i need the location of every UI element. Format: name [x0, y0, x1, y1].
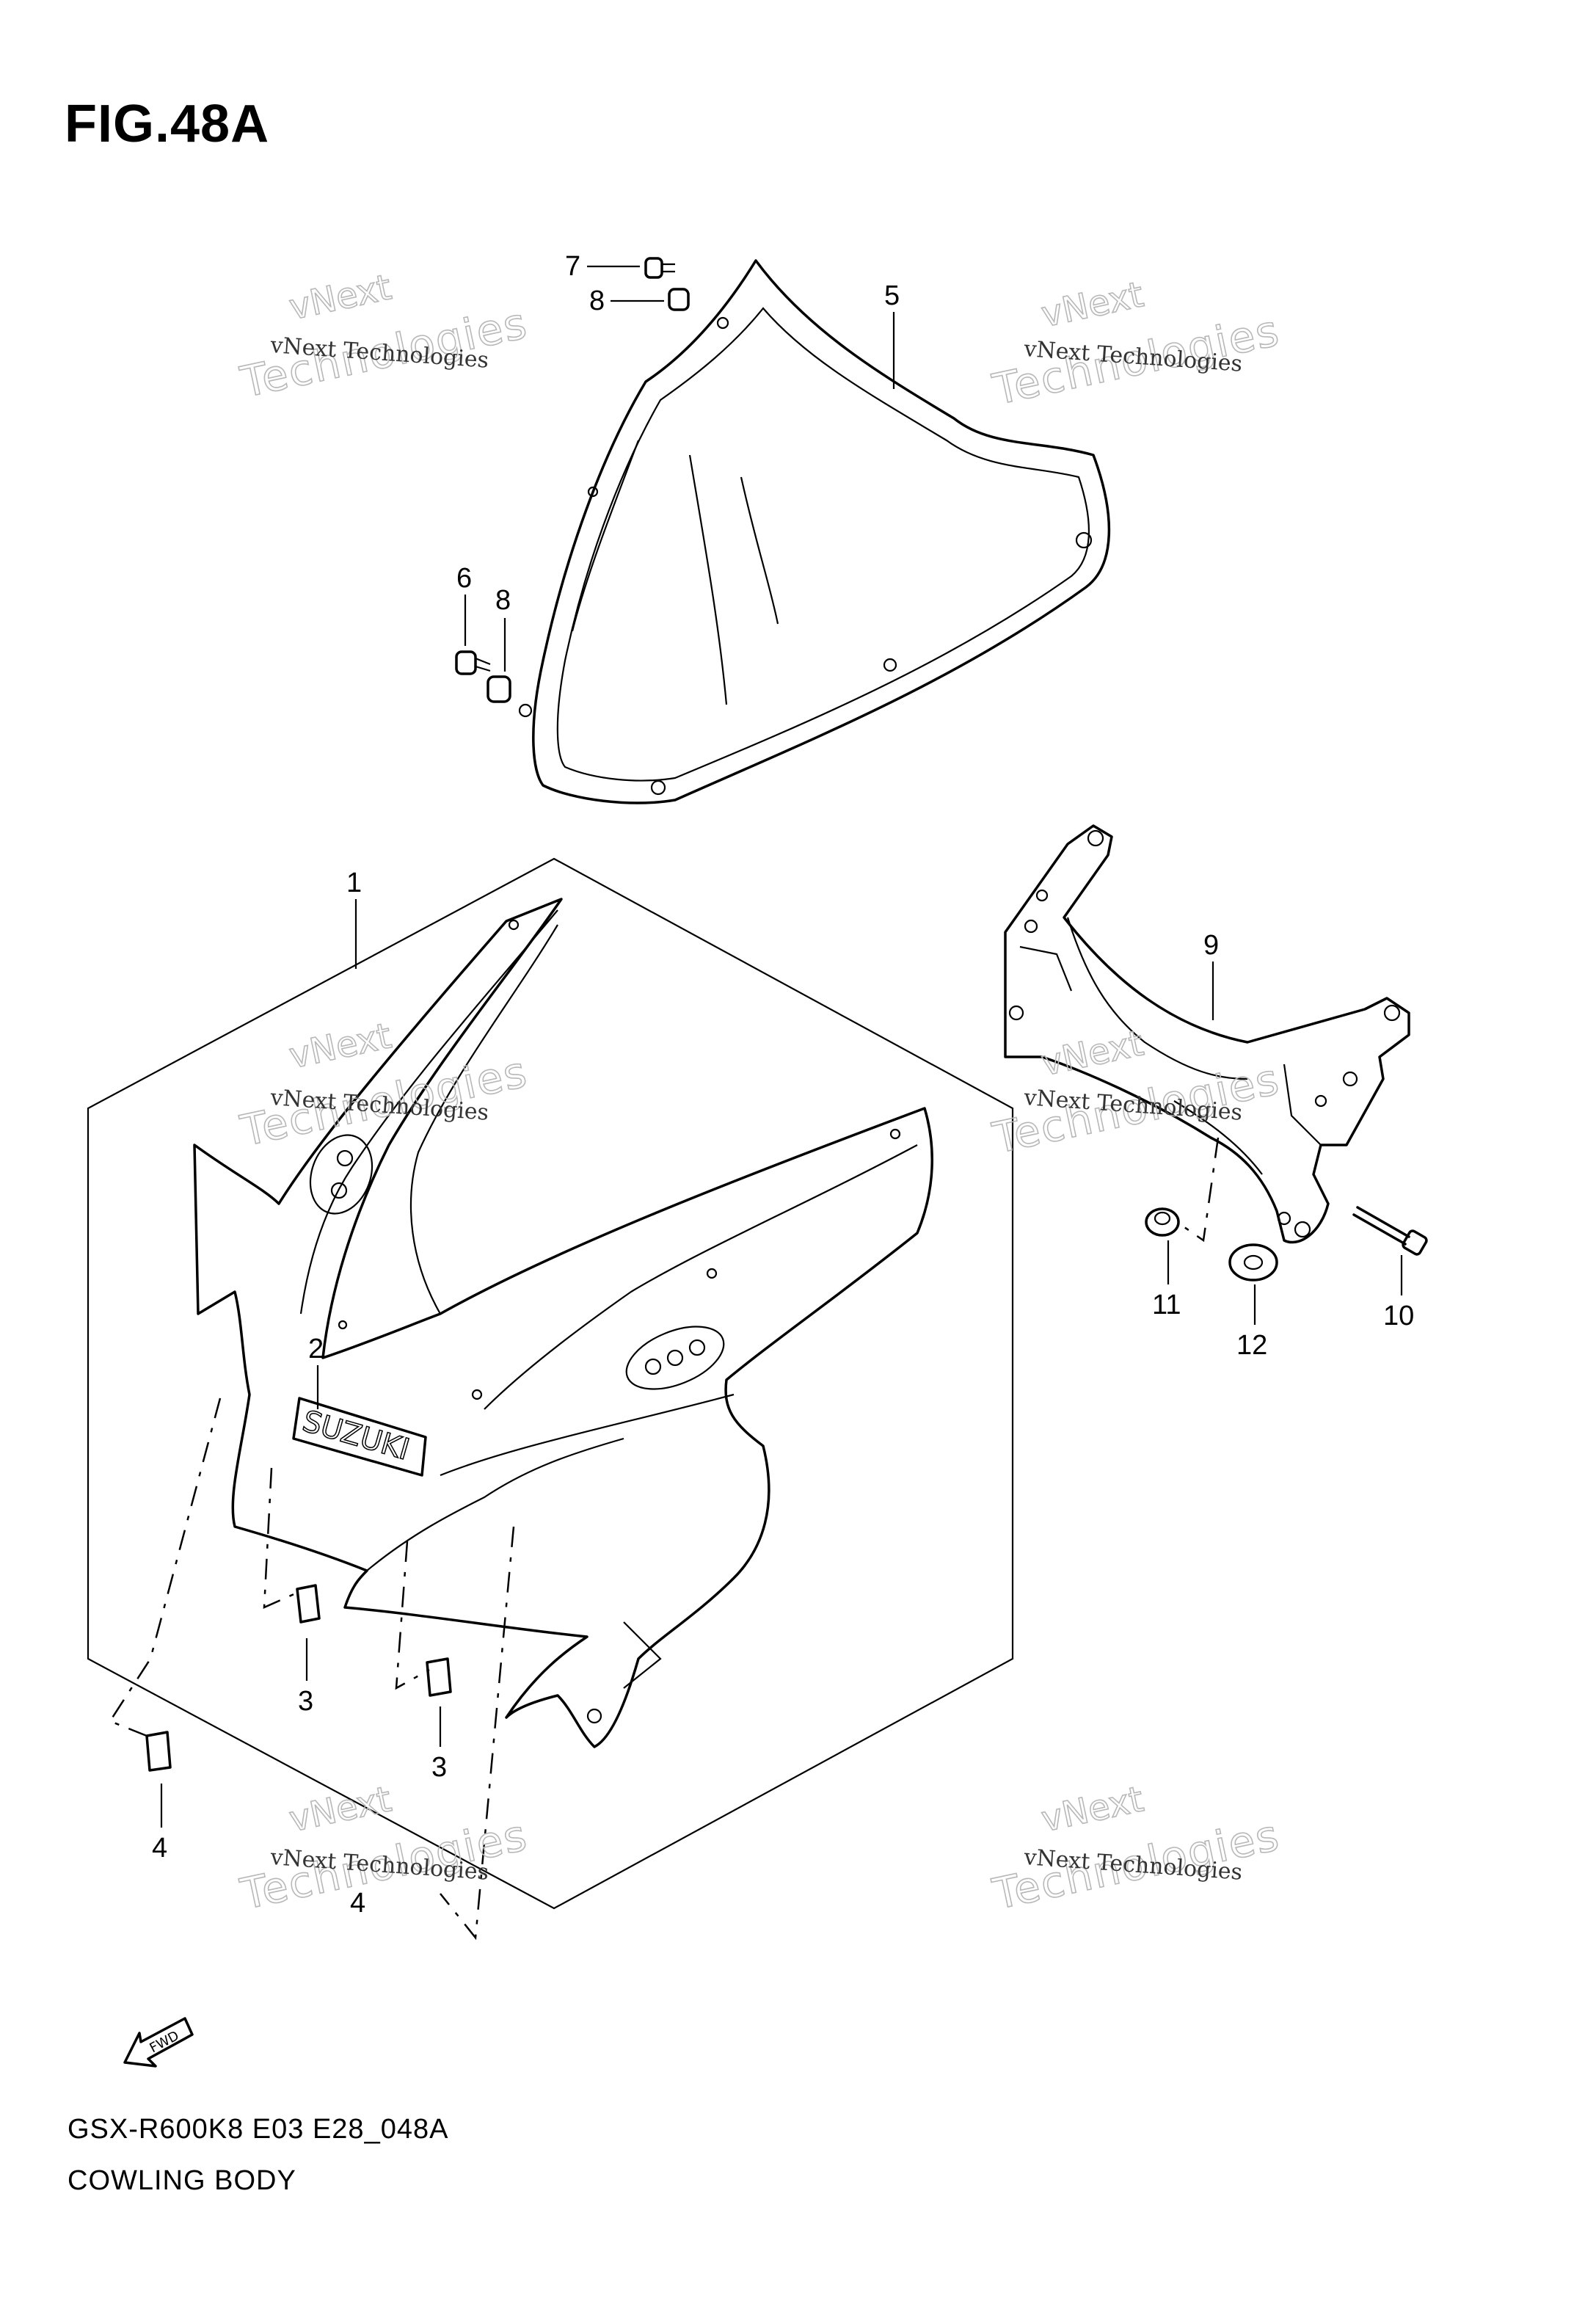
suzuki-emblem-part: SUZUKI	[292, 1397, 427, 1477]
cowling-brace-part	[1004, 824, 1410, 1244]
label-part-4-bottom: 4	[152, 1833, 167, 1864]
nut-8-left	[487, 675, 511, 703]
washer-12	[1228, 1243, 1278, 1282]
label-part-3-left: 3	[298, 1686, 313, 1717]
part-number-labels: 1 2 3 3 4 4 5 6 7 8 8 9 10 11 12	[152, 251, 1414, 1919]
label-part-2: 2	[308, 1334, 324, 1364]
watermark-brand: vNext	[285, 266, 395, 328]
label-part-8-left: 8	[495, 585, 511, 616]
watermark-top-left: vNext Technologies	[236, 266, 533, 407]
figure-title: FIG.48A	[65, 95, 270, 153]
screw-6	[455, 650, 491, 675]
seal-4-bottom	[145, 1731, 172, 1772]
fwd-text: FWD	[147, 2028, 181, 2056]
label-part-7: 7	[565, 251, 580, 282]
label-part-6: 6	[456, 563, 472, 594]
bolt-10	[1352, 1206, 1428, 1256]
label-part-8-top: 8	[589, 286, 605, 316]
label-part-9: 9	[1203, 930, 1219, 961]
label-part-10: 10	[1383, 1301, 1414, 1331]
windscreen-part	[518, 259, 1111, 804]
footer-section-name: COWLING BODY	[68, 2165, 296, 2196]
watermark-brand: vNext	[1038, 274, 1147, 335]
watermark-brand: vNext	[1038, 1778, 1147, 1840]
label-part-5: 5	[884, 280, 900, 311]
forward-arrow-icon: FWD	[123, 2017, 194, 2068]
label-part-12: 12	[1236, 1330, 1267, 1361]
label-part-3-right: 3	[431, 1752, 447, 1783]
screw-7	[644, 257, 675, 279]
grommet-11	[1145, 1207, 1180, 1237]
label-part-1: 1	[346, 868, 362, 898]
watermark-brand: vNext	[285, 1015, 395, 1077]
assembly-dash-lines	[109, 1137, 1220, 1941]
cowling-body-part: SUZUKI	[193, 898, 933, 1748]
watermark-bottom-left: vNext Technologies	[236, 1778, 533, 1919]
seal-3-left	[296, 1584, 321, 1624]
watermark-bottom-right: vNext Technologies	[988, 1778, 1285, 1919]
watermark-mid-right: vNext Technologies	[988, 1022, 1285, 1163]
seal-3-right	[426, 1657, 452, 1697]
leader-lines	[160, 265, 1403, 1828]
watermark-top-right: vNext Technologies	[988, 273, 1285, 415]
hexagon-frame	[87, 857, 1014, 1910]
label-part-4-lower: 4	[350, 1888, 365, 1919]
watermark-brand: vNext	[285, 1778, 395, 1840]
label-part-11: 11	[1152, 1290, 1181, 1320]
footer-model-code: GSX-R600K8 E03 E28_048A	[68, 2114, 449, 2145]
nut-8-top	[668, 288, 690, 311]
